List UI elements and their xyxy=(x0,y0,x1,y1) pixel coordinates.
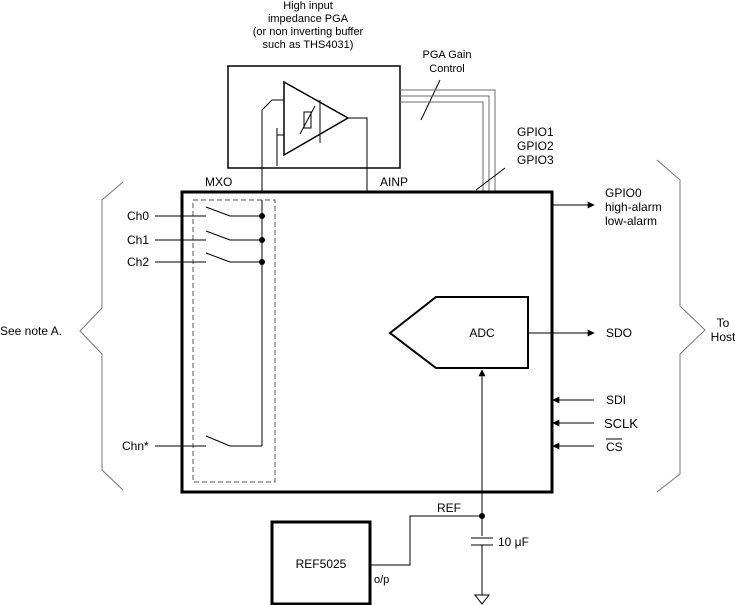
gpio1-label: GPIO1 xyxy=(517,125,554,139)
ch2-label: Ch2 xyxy=(127,255,149,269)
pga-amplifier-symbol xyxy=(283,80,350,157)
mxo-label: MXO xyxy=(205,175,232,189)
ref-output-wire xyxy=(370,515,482,566)
channel-switch-ch1 xyxy=(155,230,265,243)
gain-control-bus xyxy=(400,89,506,192)
ch0-label: Ch0 xyxy=(127,209,149,223)
to-host-label-1: To xyxy=(717,316,730,330)
ref5025-box xyxy=(270,520,372,605)
to-host-label-2: Host xyxy=(711,330,735,344)
gpio3-label: GPIO3 xyxy=(517,153,554,167)
ground-symbol xyxy=(473,594,491,605)
mux-dashed-box xyxy=(192,199,276,483)
pga-title-line-4: such as THS4031) xyxy=(263,39,354,51)
gpio0-label: GPIO0 xyxy=(605,186,642,200)
channel-switch-chn xyxy=(155,435,262,447)
ainp-label: AINP xyxy=(380,175,408,189)
sdo-label: SDO xyxy=(606,326,632,340)
sclk-label: SCLK xyxy=(604,416,638,431)
pga-title-line-1: High input xyxy=(283,0,333,12)
gain-control-leader xyxy=(420,79,441,121)
adc-label: ADC xyxy=(469,326,495,340)
cs-label: CS xyxy=(606,440,623,454)
channel-switch-ch2 xyxy=(155,252,265,265)
high-alarm-label: high-alarm xyxy=(605,200,662,214)
ch1-label: Ch1 xyxy=(127,233,149,247)
ref5025-label: REF5025 xyxy=(296,557,347,571)
pga-gain-control-line-1: PGA Gain xyxy=(423,49,472,61)
cap-label: 10 μF xyxy=(498,535,529,549)
pga-gain-control-line-2: Control xyxy=(429,63,464,75)
variable-gain-symbol xyxy=(299,100,321,143)
channel-switch-ch0 xyxy=(155,206,265,219)
sdi-label: SDI xyxy=(606,393,626,407)
chn-label: Chn* xyxy=(122,439,149,453)
right-brace xyxy=(656,159,706,493)
ref-label: REF xyxy=(437,501,461,515)
pga-title-line-3: (or non inverting buffer xyxy=(253,26,364,38)
pga-input-wire xyxy=(261,99,284,200)
gpio2-label: GPIO2 xyxy=(517,139,554,153)
low-alarm-label: low-alarm xyxy=(605,214,657,228)
pga-title-line-2: impedance PGA xyxy=(268,13,349,25)
decoupling-capacitor xyxy=(471,537,493,595)
op-label: o/p xyxy=(374,574,389,586)
left-brace xyxy=(79,181,124,491)
see-note-label: See note A. xyxy=(0,324,62,338)
